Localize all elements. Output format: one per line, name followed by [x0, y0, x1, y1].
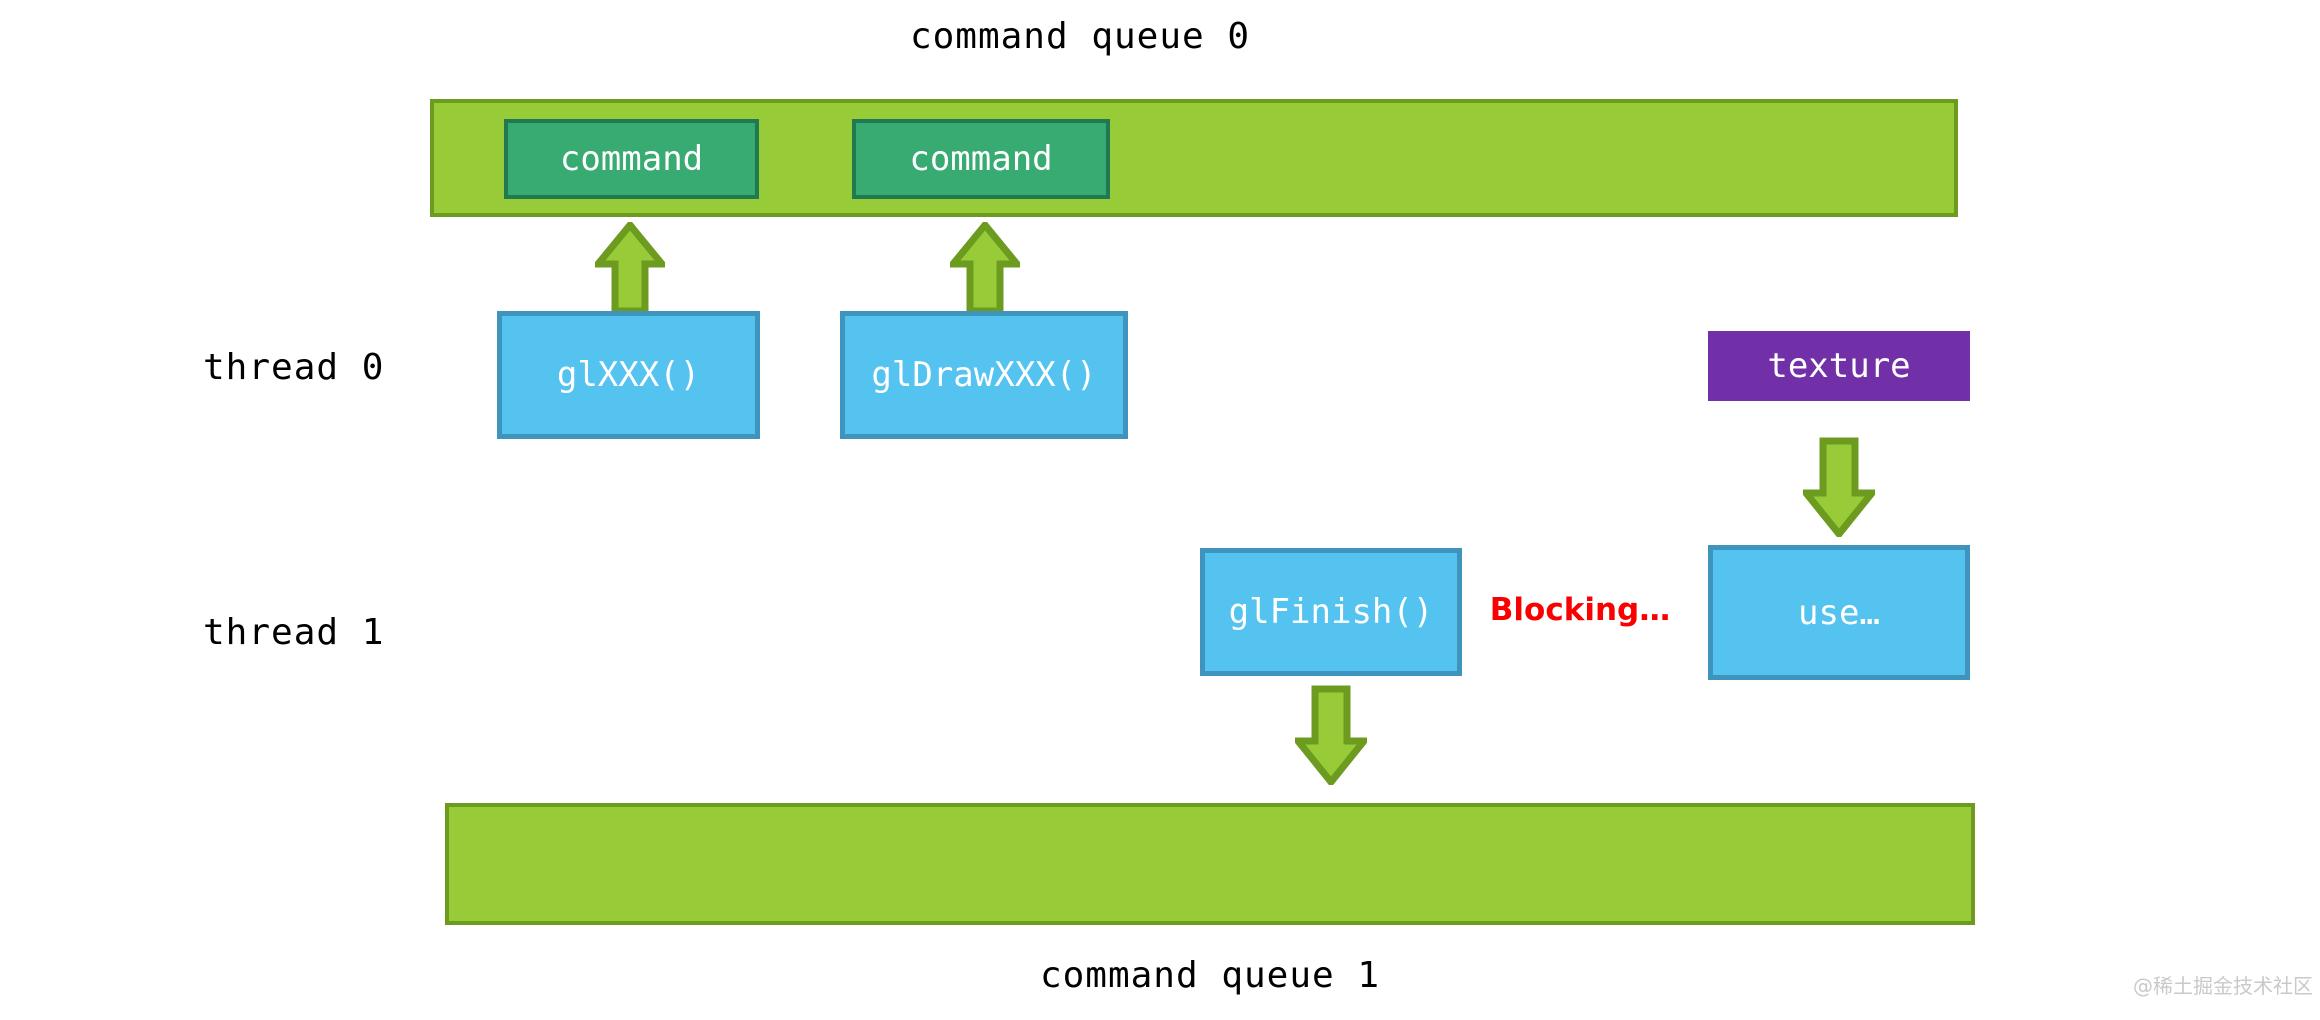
queue-1-title: command queue 1 [1039, 955, 1381, 996]
lane-label-thread-1: thread 1 [203, 612, 385, 653]
arrow-up-glxxx-to-queue0 [595, 222, 665, 314]
arrow-down-texture-to-use [1803, 437, 1875, 537]
command-chip[interactable]: command [504, 119, 759, 199]
api-box-label: use… [1798, 592, 1880, 633]
command-chip-label: command [559, 139, 704, 179]
arrow-up-gldrawxxx-to-queue0 [950, 222, 1020, 314]
command-chip-label: command [909, 139, 1053, 179]
api-box-label: glDrawXXX() [871, 355, 1097, 395]
api-box-gldrawxxx[interactable]: glDrawXXX() [840, 311, 1128, 439]
arrow-down-glfinish-to-queue1 [1295, 685, 1367, 785]
command-queue-0-bar: command command [430, 99, 1958, 217]
api-box-label: glFinish() [1228, 592, 1434, 632]
resource-box-texture[interactable]: texture [1708, 331, 1970, 401]
api-box-use[interactable]: use… [1708, 545, 1970, 680]
lane-label-thread-0: thread 0 [203, 347, 385, 388]
blocking-annotation: Blocking… [1489, 592, 1671, 628]
queue-0-title: command queue 0 [909, 16, 1251, 57]
watermark: @稀土掘金技术社区 [2133, 974, 2313, 998]
resource-box-label: texture [1767, 346, 1911, 386]
api-box-glxxx[interactable]: glXXX() [497, 311, 760, 439]
api-box-label: glXXX() [556, 355, 701, 395]
api-box-glfinish[interactable]: glFinish() [1200, 548, 1462, 676]
command-chip[interactable]: command [852, 119, 1110, 199]
command-queue-1-bar [445, 803, 1975, 925]
